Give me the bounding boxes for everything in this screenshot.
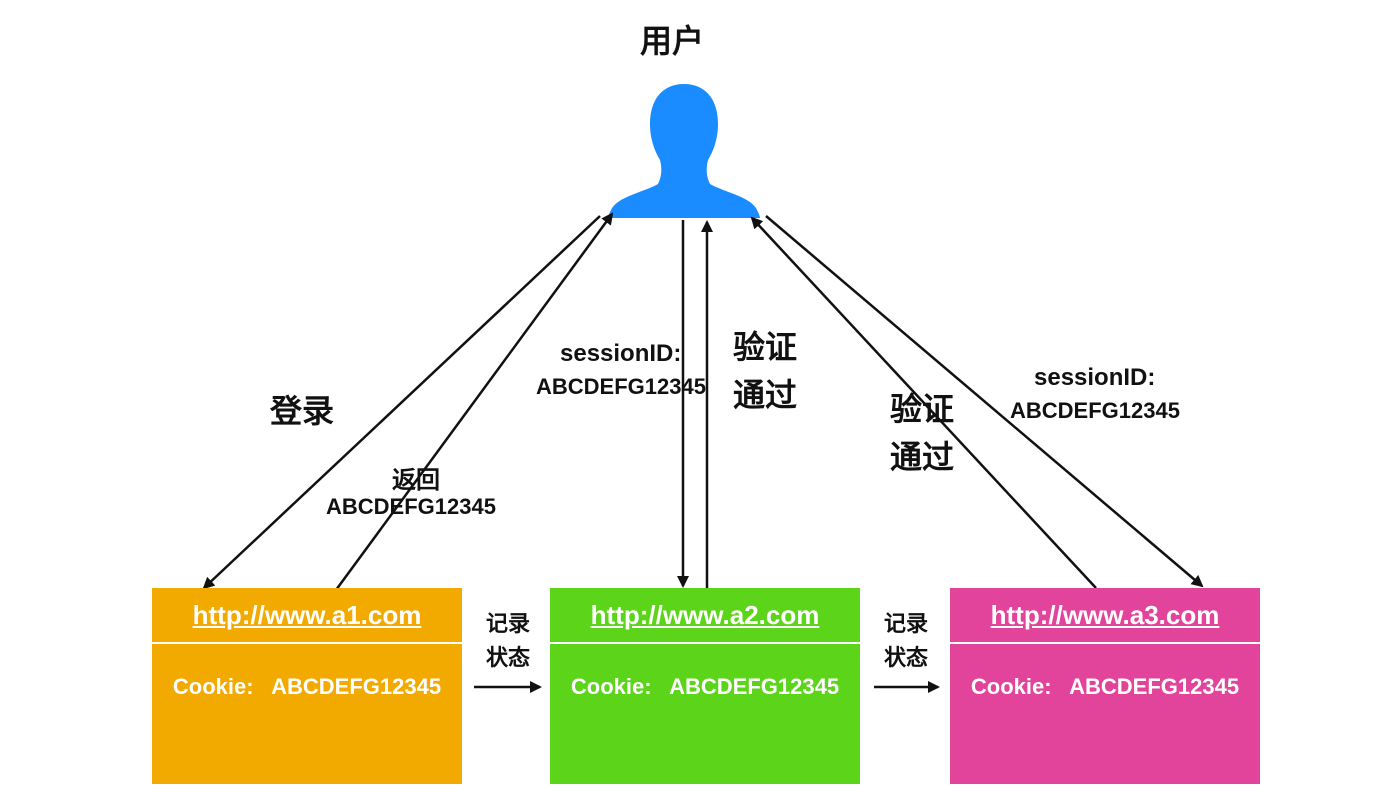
user-label: 用户	[639, 22, 704, 60]
site-box-a2: http://www.a2.com Cookie: ABCDEFG12345	[550, 588, 860, 784]
site-box-a1: http://www.a1.com Cookie: ABCDEFG12345	[152, 588, 462, 784]
record-state-label-1: 记录 状态	[478, 608, 538, 676]
return-session-value: ABCDEFG12345	[326, 494, 496, 519]
site-header: http://www.a3.com	[950, 588, 1260, 644]
site-url-link[interactable]: http://www.a2.com	[590, 599, 820, 630]
return-label: 返回	[392, 466, 440, 494]
verify-a2-label-1: 验证	[733, 328, 798, 366]
login-label: 登录	[270, 392, 335, 430]
arrow-login	[202, 215, 601, 590]
cookie-row: Cookie: ABCDEFG12345	[152, 674, 462, 700]
cookie-row: Cookie: ABCDEFG12345	[550, 674, 860, 700]
cookie-label: Cookie:	[570, 674, 652, 699]
record-state-label-2: 记录 状态	[876, 608, 936, 676]
record-state-line: 记录	[485, 612, 530, 637]
site-header: http://www.a2.com	[550, 588, 860, 644]
verify-a2-label-2: 通过	[733, 376, 798, 414]
cookie-value: ABCDEFG12345	[1069, 674, 1240, 699]
verify-a3-label-1: 验证	[890, 390, 955, 428]
session-a3-label: sessionID:	[1034, 364, 1156, 391]
record-state-line: 记录	[883, 612, 928, 637]
session-a2-label: sessionID:	[560, 340, 682, 367]
session-a3-value: ABCDEFG12345	[1010, 398, 1180, 423]
cookie-label: Cookie:	[970, 674, 1052, 699]
record-state-line: 状态	[883, 646, 928, 671]
site-url-link[interactable]: http://www.a3.com	[990, 599, 1220, 630]
session-a2-value: ABCDEFG12345	[536, 374, 706, 399]
cookie-value: ABCDEFG12345	[669, 674, 840, 699]
cookie-label: Cookie:	[172, 674, 254, 699]
site-header: http://www.a1.com	[152, 588, 462, 644]
user-silhouette-icon	[608, 84, 760, 218]
arrow-return	[334, 212, 614, 591]
site-url-link[interactable]: http://www.a1.com	[192, 599, 422, 630]
site-box-a3: http://www.a3.com Cookie: ABCDEFG12345	[950, 588, 1260, 784]
cookie-row: Cookie: ABCDEFG12345	[950, 674, 1260, 700]
cookie-value: ABCDEFG12345	[271, 674, 442, 699]
record-state-line: 状态	[485, 646, 530, 671]
verify-a3-label-2: 通过	[890, 438, 955, 476]
